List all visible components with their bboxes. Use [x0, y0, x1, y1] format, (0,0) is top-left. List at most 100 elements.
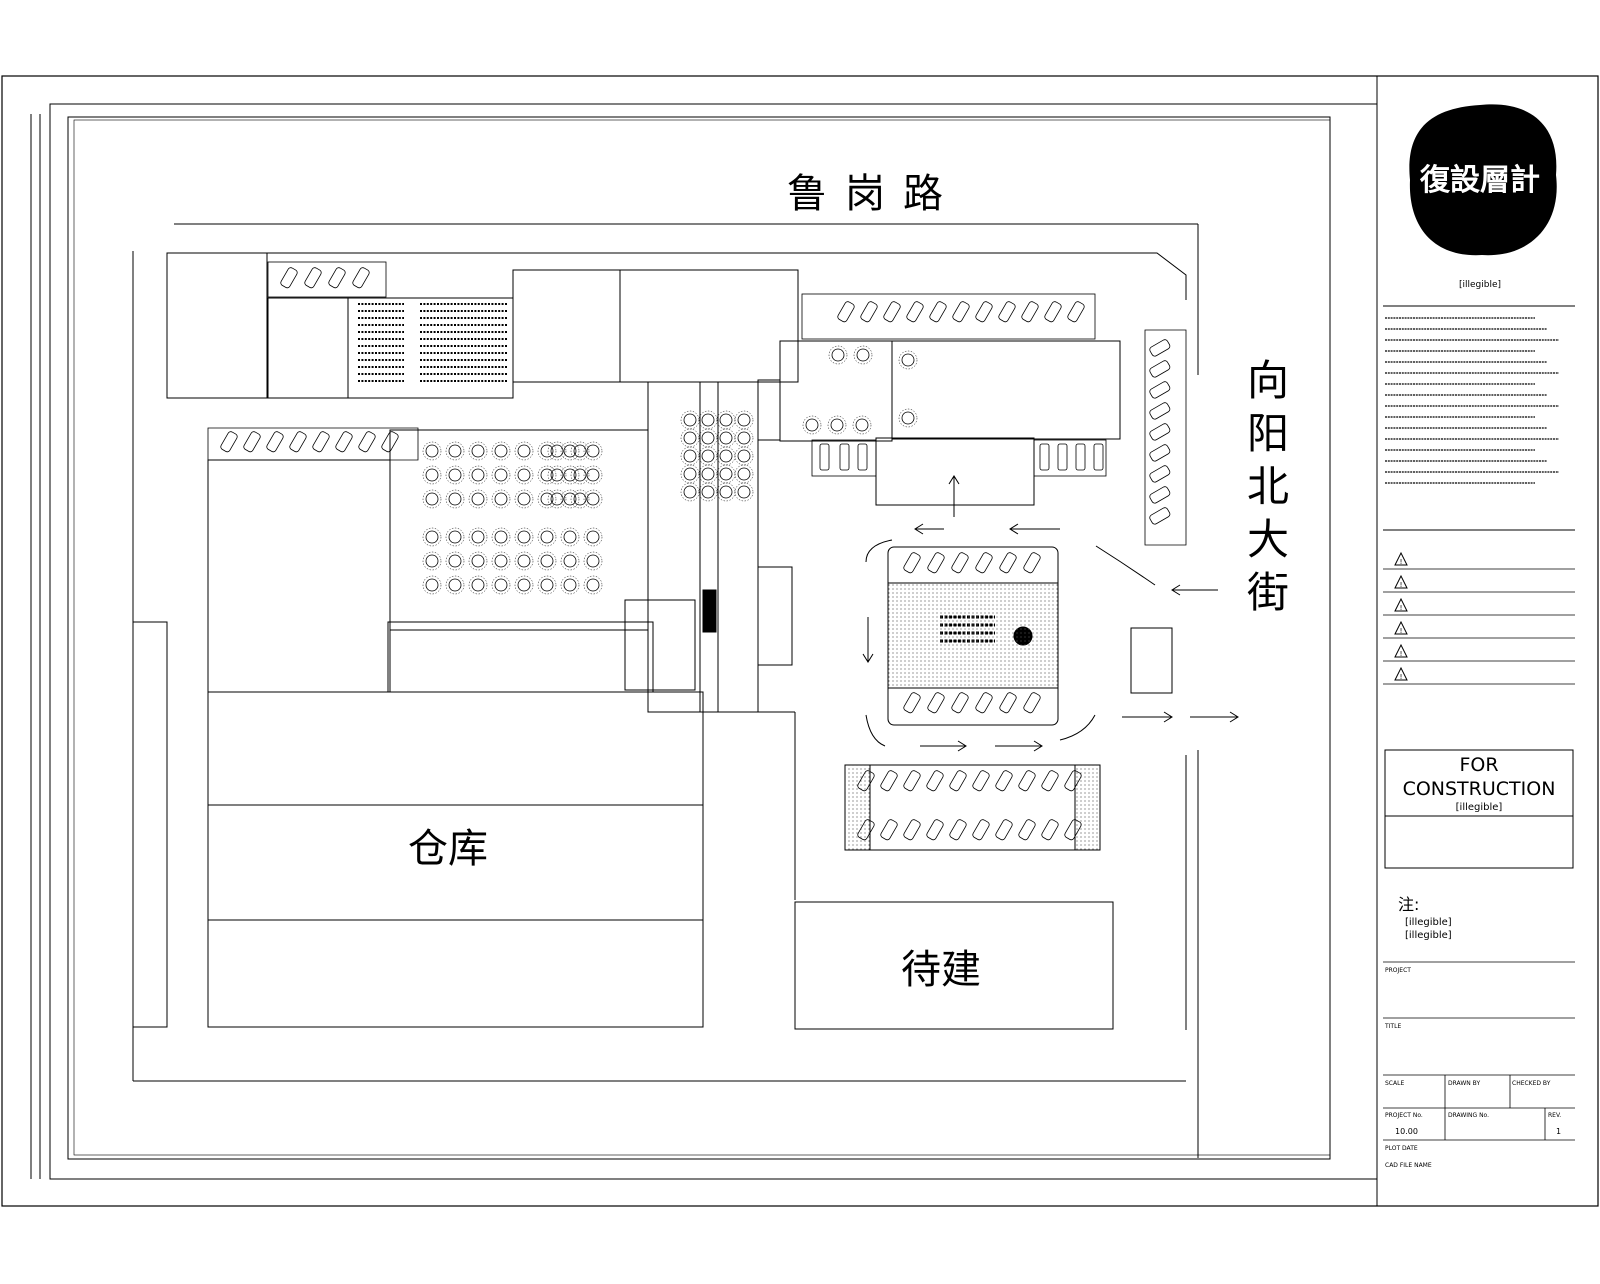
round-table [471, 554, 485, 568]
round-table [586, 468, 600, 482]
round-table [425, 468, 439, 482]
car-icon [972, 770, 990, 792]
revision-mark: ! [1400, 604, 1403, 612]
round-table [563, 444, 577, 458]
round-table [425, 444, 439, 458]
car-icon [951, 552, 969, 574]
round-table [448, 468, 462, 482]
round-table [540, 468, 554, 482]
table-chairs [468, 527, 488, 547]
gate-booth [1130, 627, 1173, 694]
dining-tables [422, 345, 918, 595]
car-icon [289, 431, 307, 453]
car-icon [220, 431, 238, 453]
round-table [563, 492, 577, 506]
car-icon [857, 770, 875, 792]
plot-date-label: PLOT DATE [1385, 1145, 1418, 1152]
table-chairs [468, 551, 488, 571]
round-table [448, 530, 462, 544]
round-table [448, 444, 462, 458]
table-chairs [537, 441, 557, 461]
note-text-2: [illegible] [1405, 930, 1452, 941]
table-chairs [827, 415, 847, 435]
table-chairs [445, 489, 465, 509]
table-chairs [583, 489, 603, 509]
revision-mark: ! [1400, 627, 1403, 635]
table-chairs [583, 575, 603, 595]
car-icon [1057, 443, 1068, 471]
round-table [563, 468, 577, 482]
round-table [683, 413, 697, 427]
table-chairs [422, 527, 442, 547]
table-chairs [514, 527, 534, 547]
round-table [701, 431, 715, 445]
round-table [856, 348, 870, 362]
car-icon [998, 301, 1016, 323]
round-table [517, 468, 531, 482]
table-chairs [547, 441, 567, 461]
car-icon [837, 301, 855, 323]
road-east-char: 北 [1247, 462, 1289, 511]
revision-mark: ! [1400, 650, 1403, 658]
round-table [425, 492, 439, 506]
central-parking-island [844, 546, 1101, 851]
round-table [494, 492, 508, 506]
table-chairs [537, 551, 557, 571]
table-chairs [583, 465, 603, 485]
road-east-char: 大 [1247, 515, 1289, 564]
car-icons-misc [220, 339, 1171, 525]
round-table [901, 353, 915, 367]
revision-triangle-icon [1394, 597, 1408, 612]
revision-triangle-icon [1394, 643, 1408, 658]
table-chairs [734, 482, 754, 502]
logo-text: 復設層計 [1419, 163, 1540, 198]
round-table [471, 468, 485, 482]
revision-mark: ! [1400, 558, 1403, 566]
table-chairs [514, 489, 534, 509]
revision-triangle-icon [1394, 574, 1408, 589]
round-table [573, 444, 587, 458]
round-table [471, 492, 485, 506]
warehouse-label: 仓库 [408, 826, 488, 872]
car-icon [1021, 301, 1039, 323]
car-icon [839, 443, 850, 471]
company-logo: 復設層計 [1409, 104, 1557, 256]
scale-label: SCALE [1385, 1080, 1404, 1087]
note-text-1: [illegible] [1405, 917, 1452, 928]
car-icon [1064, 770, 1082, 792]
round-table [719, 413, 733, 427]
table-chairs [852, 415, 872, 435]
table-chairs [898, 408, 918, 428]
table-chairs [514, 551, 534, 571]
round-table [586, 554, 600, 568]
round-table [563, 530, 577, 544]
table-chairs [514, 465, 534, 485]
revision-mark: ! [1400, 581, 1403, 589]
car-icon [1149, 360, 1171, 378]
table-chairs [422, 489, 442, 509]
table-chairs [445, 551, 465, 571]
table-chairs [583, 441, 603, 461]
table-chairs [537, 489, 557, 509]
car-icon [1041, 819, 1059, 841]
car-icon [1018, 770, 1036, 792]
car-icon [328, 267, 346, 289]
svg-text:向阳北大街: 向阳北大街 [1247, 356, 1289, 617]
car-icon [927, 692, 945, 714]
round-table [494, 468, 508, 482]
checked-by-label: CHECKED BY [1512, 1080, 1551, 1087]
round-table [737, 467, 751, 481]
table-chairs [445, 575, 465, 595]
round-table [540, 554, 554, 568]
general-notes [1385, 317, 1559, 484]
table-chairs [570, 489, 590, 509]
round-table [701, 413, 715, 427]
road-north-label: 鲁岗路 [787, 171, 961, 217]
car-icon [1075, 443, 1086, 471]
round-table [719, 431, 733, 445]
round-table [517, 578, 531, 592]
car-icon [949, 770, 967, 792]
table-chairs [491, 465, 511, 485]
car-icon [926, 770, 944, 792]
